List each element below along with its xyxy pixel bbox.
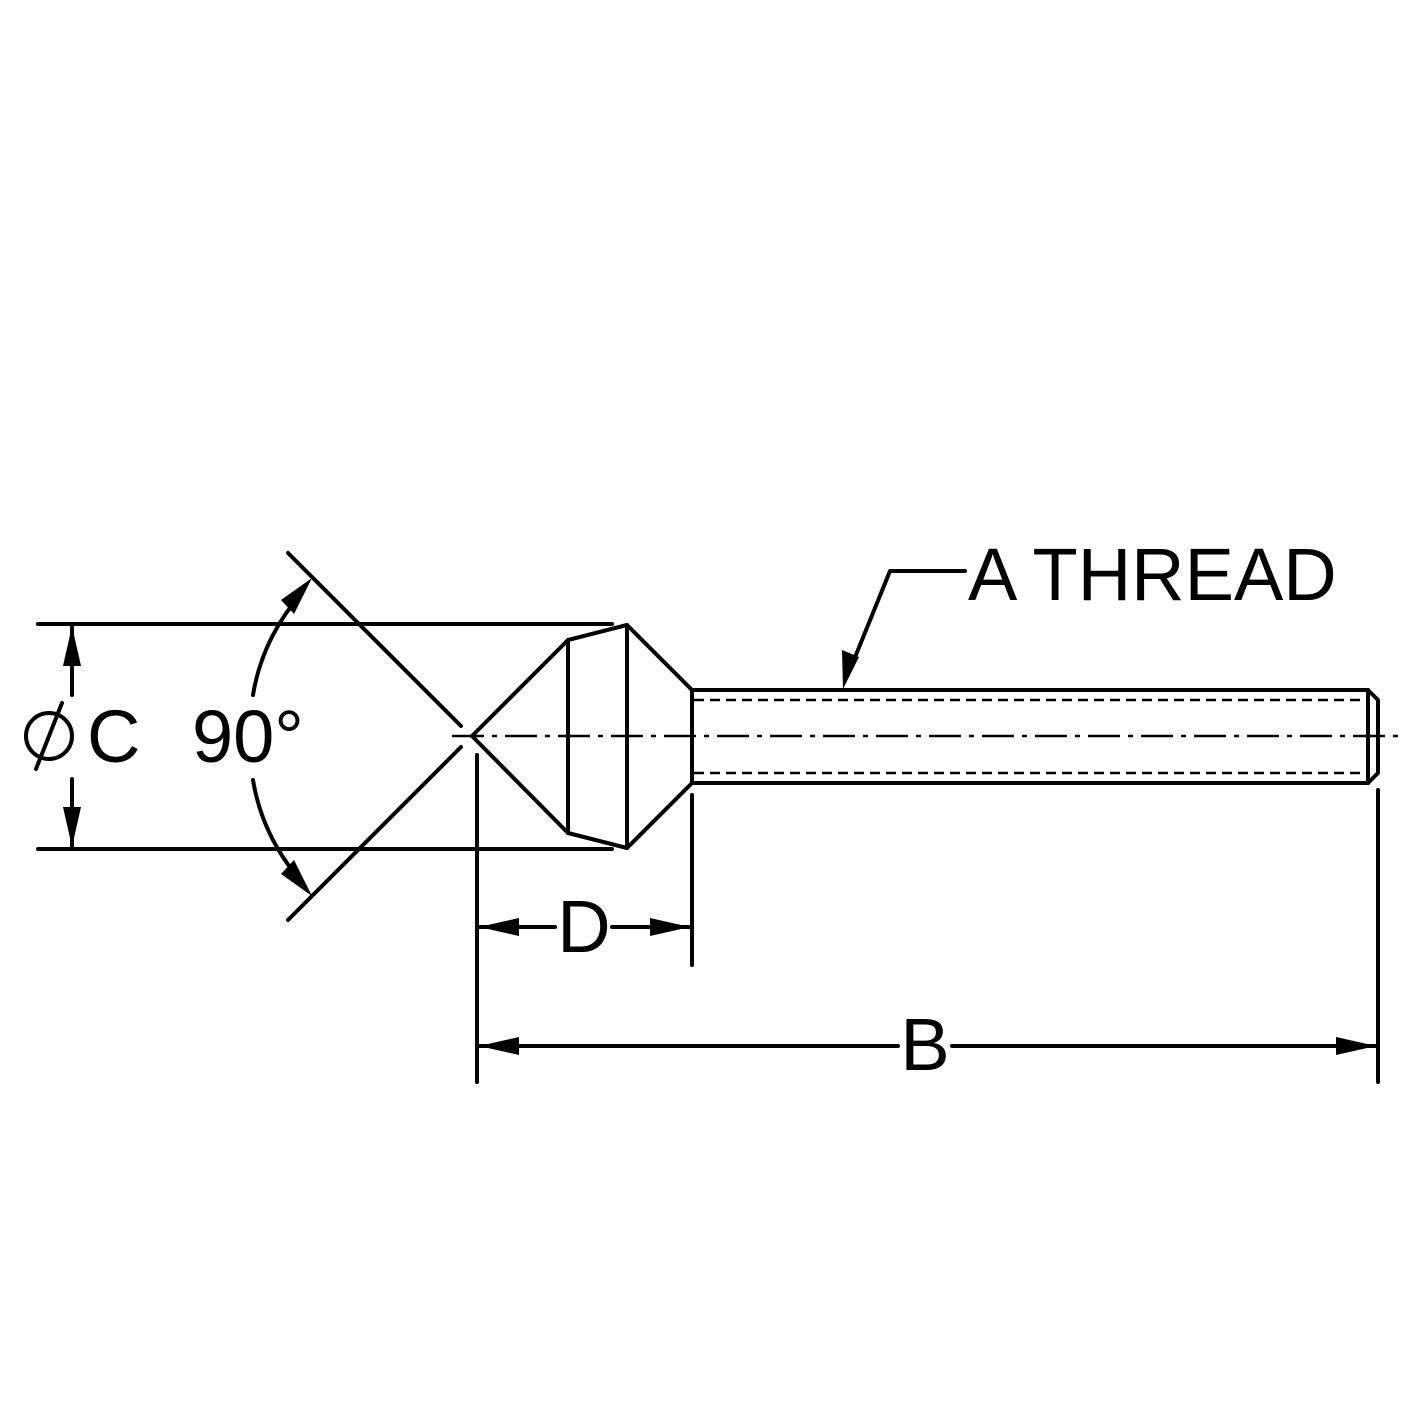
thread-leader-arrow bbox=[842, 650, 859, 689]
thread-label: A THREAD bbox=[968, 533, 1337, 616]
diameter-symbol-icon bbox=[24, 701, 74, 771]
angle-arrow-upper bbox=[281, 578, 312, 614]
shank-end-chamfer bbox=[1366, 688, 1380, 785]
length-dimension bbox=[477, 788, 1380, 1084]
length-arrow-right bbox=[1336, 1037, 1376, 1055]
angle-extension-lower bbox=[286, 745, 463, 922]
diameter-dimension bbox=[24, 622, 614, 851]
depth-arrow-left bbox=[479, 918, 519, 936]
thread-leader bbox=[842, 569, 967, 689]
length-label: B bbox=[900, 1003, 949, 1086]
depth-arrow-right bbox=[650, 918, 690, 936]
thread-leader-line bbox=[847, 569, 967, 674]
part-outline bbox=[470, 623, 1380, 850]
depth-dimension bbox=[475, 753, 694, 1084]
angle-label: 90° bbox=[192, 695, 304, 778]
diameter-arrow-bottom bbox=[63, 807, 81, 847]
length-arrow-left bbox=[479, 1037, 519, 1055]
angle-construction bbox=[251, 551, 463, 922]
angle-arrow-lower bbox=[281, 860, 312, 896]
depth-label: D bbox=[557, 885, 610, 968]
diameter-label: C bbox=[87, 695, 140, 778]
angle-extension-upper bbox=[286, 551, 463, 728]
diameter-arrow-top bbox=[63, 626, 81, 666]
